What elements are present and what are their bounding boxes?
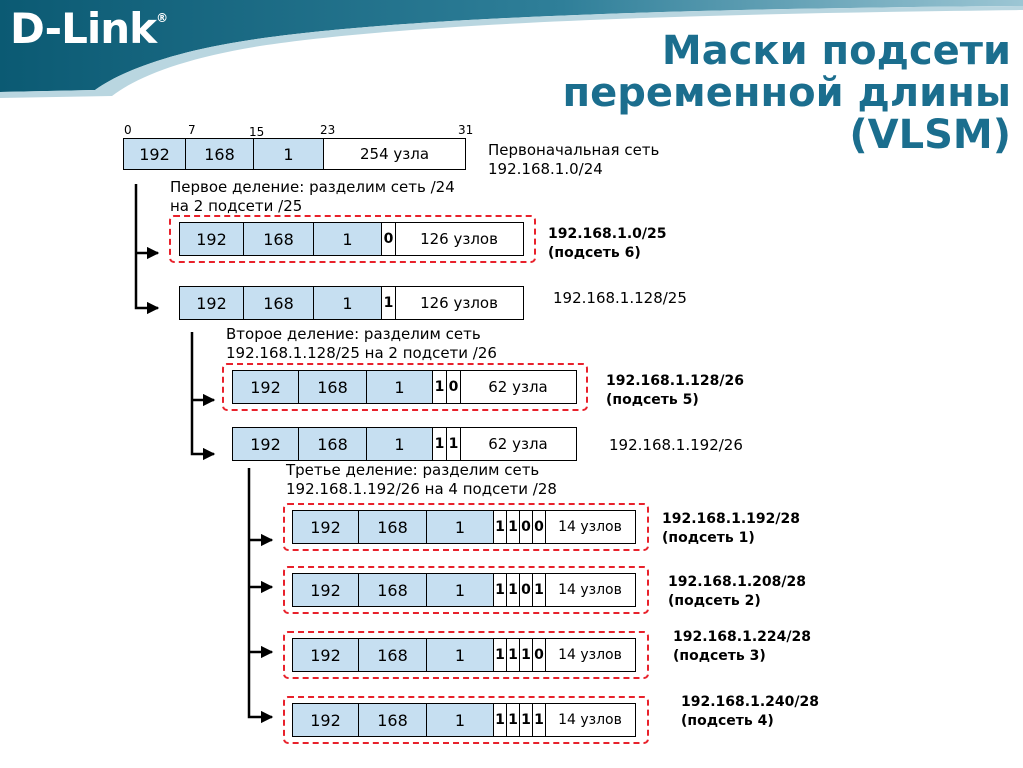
octet-cell: 168 <box>186 139 254 169</box>
hosts-cell: 14 узлов <box>546 574 634 606</box>
octet-cell: 192 <box>293 704 359 736</box>
original-network-label: Первоначальная сеть 192.168.1.0/24 <box>488 141 660 178</box>
octet-cell: 192 <box>293 574 359 606</box>
bit-tick-7: 7 <box>188 123 196 137</box>
bit-tick-23: 23 <box>320 123 336 137</box>
bit-cell: 0 <box>520 574 533 606</box>
bit-tick-15: 15 <box>249 125 265 139</box>
highlight-box <box>283 631 649 679</box>
octet-cell: 1 <box>427 511 494 543</box>
bit-cell: 1 <box>494 704 507 736</box>
bit-cell: 1 <box>533 574 546 606</box>
subnet-bar: 192 168 1 1 126 узлов <box>179 286 524 320</box>
bit-cell: 1 <box>520 639 533 671</box>
subnet-label: 192.168.1.192/28(подсеть 1) <box>662 511 800 546</box>
bit-cell: 0 <box>520 511 533 543</box>
subnet-bar: 192 168 1 1 1 1 0 14 узлов <box>292 638 636 672</box>
bit-cell: 1 <box>433 428 447 460</box>
octet-cell: 168 <box>359 574 427 606</box>
octet-cell: 1 <box>314 223 382 255</box>
octet-cell: 1 <box>427 639 494 671</box>
highlight-box <box>283 566 649 614</box>
hosts-cell: 14 узлов <box>546 639 634 671</box>
bit-cell: 1 <box>507 511 520 543</box>
highlight-box <box>283 503 649 551</box>
octet-cell: 168 <box>299 371 367 403</box>
hosts-cell: 14 узлов <box>546 511 634 543</box>
octet-cell: 1 <box>427 574 494 606</box>
subnet-bar: 192 168 1 0 126 узлов <box>179 222 524 256</box>
octet-cell: 168 <box>359 639 427 671</box>
octet-cell: 1 <box>367 428 433 460</box>
bit-cell: 1 <box>533 704 546 736</box>
bit-cell: 1 <box>447 428 461 460</box>
highlight-box <box>222 363 588 411</box>
subnet-label: 192.168.1.128/25 <box>553 289 687 307</box>
bit-cell: 0 <box>533 511 546 543</box>
subnet-label: 192.168.1.240/28(подсеть 4) <box>681 694 819 729</box>
hosts-cell: 126 узлов <box>396 223 522 255</box>
hosts-cell: 254 узла <box>324 139 465 169</box>
bit-cell: 0 <box>447 371 461 403</box>
octet-cell: 168 <box>359 511 427 543</box>
octet-cell: 192 <box>180 223 244 255</box>
octet-cell: 192 <box>293 639 359 671</box>
bit-cell: 1 <box>433 371 447 403</box>
bit-cell: 0 <box>533 639 546 671</box>
octet-cell: 192 <box>124 139 186 169</box>
bit-cell: 1 <box>382 287 396 319</box>
title-line-2: переменной длины <box>562 70 1012 116</box>
octet-cell: 168 <box>299 428 367 460</box>
octet-cell: 168 <box>244 287 314 319</box>
d-link-logo: D-Link® <box>10 4 168 53</box>
octet-cell: 168 <box>359 704 427 736</box>
octet-cell: 192 <box>293 511 359 543</box>
bit-cell: 1 <box>494 574 507 606</box>
subnet-bar: 192 168 1 1 1 0 1 14 узлов <box>292 573 636 607</box>
original-network-bar: 192 168 1 254 узла <box>123 138 466 170</box>
octet-cell: 192 <box>233 371 299 403</box>
bit-cell: 1 <box>494 511 507 543</box>
octet-cell: 1 <box>367 371 433 403</box>
subnet-label: 192.168.1.192/26 <box>609 436 743 454</box>
header-band <box>0 0 1023 98</box>
subnet-bar: 192 168 1 1 1 0 0 14 узлов <box>292 510 636 544</box>
subnet-bar: 192 168 1 1 1 1 1 14 узлов <box>292 703 636 737</box>
bit-tick-31: 31 <box>458 123 474 137</box>
bit-cell: 1 <box>520 704 533 736</box>
octet-cell: 192 <box>180 287 244 319</box>
slide-title: Маски подсети переменной длины (VLSM) <box>563 30 1012 156</box>
subnet-bar: 192 168 1 1 0 62 узла <box>232 370 577 404</box>
bit-cell: 1 <box>507 574 520 606</box>
title-line-3: (VLSM) <box>849 112 1011 158</box>
highlight-box <box>283 696 649 744</box>
hosts-cell: 62 узла <box>461 371 575 403</box>
hosts-cell: 126 узлов <box>396 287 522 319</box>
bit-cell: 1 <box>494 639 507 671</box>
octet-cell: 168 <box>244 223 314 255</box>
bit-cell: 0 <box>382 223 396 255</box>
subnet-label: 192.168.1.128/26(подсеть 5) <box>606 373 744 408</box>
subnet-label: 192.168.1.208/28(подсеть 2) <box>668 574 806 609</box>
octet-cell: 1 <box>254 139 324 169</box>
octet-cell: 1 <box>427 704 494 736</box>
hosts-cell: 62 узла <box>461 428 575 460</box>
hosts-cell: 14 узлов <box>546 704 634 736</box>
highlight-box <box>169 215 536 263</box>
subnet-label: 192.168.1.224/28(подсеть 3) <box>673 629 811 664</box>
subnet-label: 192.168.1.0/25(подсеть 6) <box>548 226 667 261</box>
bit-cell: 1 <box>507 639 520 671</box>
bit-tick-0: 0 <box>124 123 132 137</box>
registered-mark: ® <box>156 11 168 25</box>
octet-cell: 1 <box>314 287 382 319</box>
octet-cell: 192 <box>233 428 299 460</box>
bit-cell: 1 <box>507 704 520 736</box>
subnet-bar: 192 168 1 1 1 62 узла <box>232 427 577 461</box>
title-line-1: Маски подсети <box>661 28 1011 74</box>
